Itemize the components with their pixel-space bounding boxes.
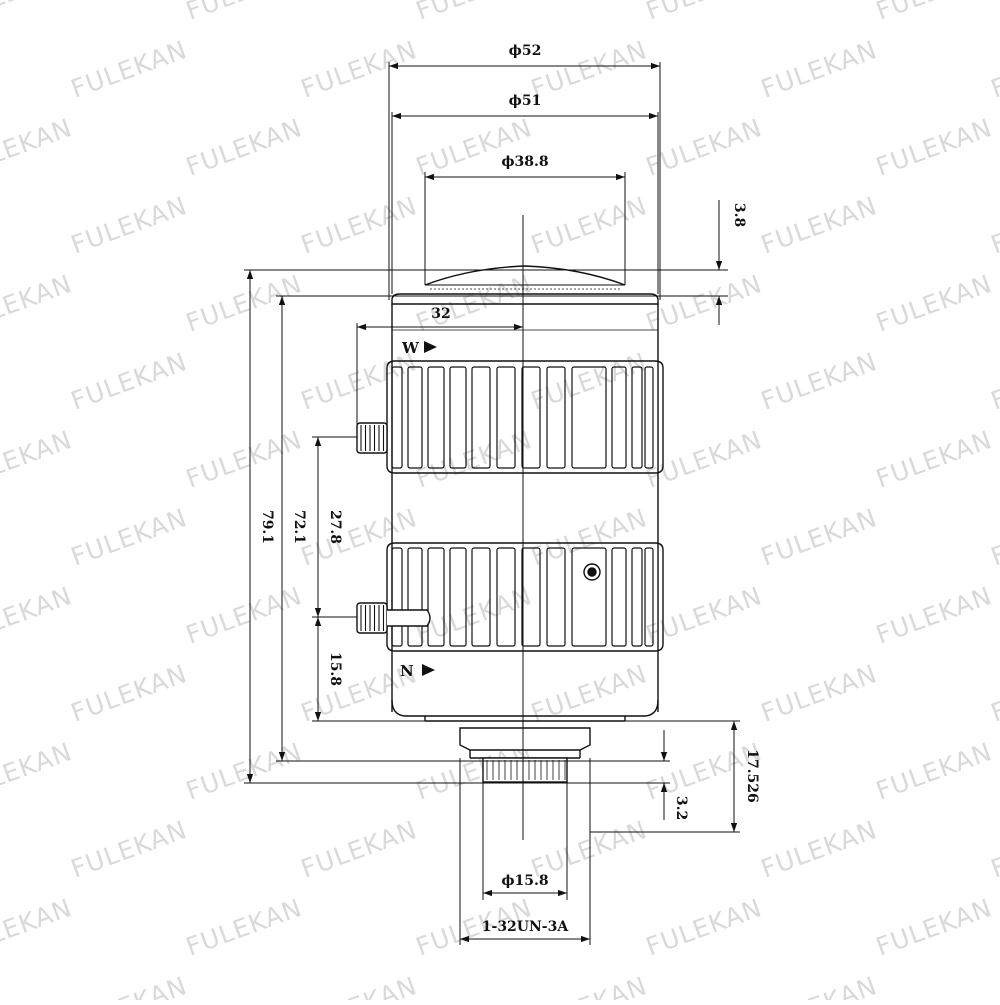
- dim-phi38-8: ϕ38.8: [501, 154, 548, 170]
- watermark-text: FULEKAN: [0, 581, 76, 650]
- dimension-lines: [244, 62, 740, 945]
- dimension-labels: ϕ52 ϕ51 ϕ38.8 3.8 32 79.1 72.1 27.8 15.8…: [259, 43, 760, 935]
- zoom-ring: [386, 360, 664, 474]
- watermark-text: FULEKAN: [642, 425, 766, 494]
- rear-taper: [391, 699, 659, 717]
- watermark-text: FULEKAN: [757, 35, 881, 104]
- watermark-text: FULEKAN: [297, 971, 421, 1000]
- dim-3-8: 3.8: [731, 203, 747, 227]
- watermark-text: FULEKAN: [757, 191, 881, 260]
- watermark-text: FULEKAN: [872, 737, 996, 806]
- watermark-text: FULEKAN: [872, 425, 996, 494]
- watermark-text: FULEKAN: [642, 269, 766, 338]
- narrow-marking: N: [400, 662, 435, 680]
- watermark-text: FULEKAN: [67, 659, 191, 728]
- watermark-text: FULEKAN: [872, 269, 996, 338]
- dim-72-1: 72.1: [291, 510, 307, 544]
- watermark-text: FULEKAN: [642, 113, 766, 182]
- watermark-text: FULEKAN: [67, 503, 191, 572]
- watermark-text: FULEKAN: [757, 503, 881, 572]
- watermark-text: FULEKAN: [0, 0, 76, 26]
- dim-32: 32: [431, 306, 450, 322]
- watermark-text: FULEKAN: [872, 0, 996, 26]
- dim-79-1: 79.1: [259, 510, 275, 544]
- watermark-text: FULEKAN: [987, 503, 1000, 572]
- watermark-text: FULEKAN: [67, 35, 191, 104]
- watermark-text: FULEKAN: [757, 815, 881, 884]
- front-glass: [424, 265, 626, 286]
- dim-17-526: 17.526: [744, 749, 760, 803]
- watermark-text: FULEKAN: [0, 893, 76, 962]
- narrow-arrow-icon: [422, 664, 435, 676]
- watermark-text: FULEKAN: [182, 893, 306, 962]
- wide-arrow-icon: [424, 341, 437, 353]
- watermark-text: FULEKAN: [412, 0, 536, 26]
- dim-phi52: ϕ52: [509, 43, 542, 59]
- watermark-text: FULEKAN: [527, 971, 651, 1000]
- watermark-text: FULEKAN: [297, 191, 421, 260]
- watermark-text: FULEKAN: [67, 815, 191, 884]
- narrow-label: N: [400, 662, 414, 680]
- wide-marking: W: [401, 339, 437, 357]
- watermark-text: FULEKAN: [987, 35, 1000, 104]
- watermark-text: FULEKAN: [182, 581, 306, 650]
- watermark-text: FULEKAN: [872, 893, 996, 962]
- watermark-text: FULEKAN: [987, 971, 1000, 1000]
- watermark-text: FULEKAN: [872, 581, 996, 650]
- wide-label: W: [401, 339, 420, 357]
- watermark-text: FULEKAN: [987, 347, 1000, 416]
- watermark-text: FULEKAN: [987, 191, 1000, 260]
- watermark-text: FULEKAN: [297, 35, 421, 104]
- watermark-text: FULEKAN: [182, 737, 306, 806]
- watermark-text: FULEKAN: [67, 971, 191, 1000]
- watermark-text: FULEKAN: [0, 269, 76, 338]
- watermark-text: FULEKAN: [0, 425, 76, 494]
- watermark-text: FULEKAN: [527, 191, 651, 260]
- focus-ring-knurling: [391, 547, 654, 647]
- dim-27-8: 27.8: [327, 510, 343, 544]
- watermark-text: FULEKAN: [527, 659, 651, 728]
- dim-thread: 1-32UN-3A: [482, 919, 570, 935]
- watermark-text: FULEKAN: [412, 581, 536, 650]
- watermark-text: FULEKAN: [987, 815, 1000, 884]
- focus-ring: [386, 542, 664, 652]
- lower-thumb-screw: [356, 602, 431, 634]
- watermark-text: FULEKAN: [412, 425, 536, 494]
- watermark-text: FULEKAN: [757, 347, 881, 416]
- dim-phi51: ϕ51: [509, 93, 542, 109]
- dim-phi15-8: ϕ15.8: [501, 873, 548, 889]
- watermark-text: FULEKAN: [182, 0, 306, 26]
- watermark-text: FULEKAN: [182, 425, 306, 494]
- watermark-text: FULEKAN: [182, 269, 306, 338]
- watermark-text: FULEKAN: [642, 0, 766, 26]
- watermark-text: FULEKAN: [642, 581, 766, 650]
- zoom-ring-knurling: [391, 366, 654, 469]
- watermark-text: FULEKAN: [642, 893, 766, 962]
- watermark-text: FULEKAN: [412, 113, 536, 182]
- watermark-text: FULEKAN: [67, 347, 191, 416]
- upper-thumb-screw: [356, 422, 388, 454]
- lens-body: [356, 265, 664, 783]
- dim-15-8: 15.8: [327, 652, 343, 686]
- c-mount-thread: [482, 757, 568, 783]
- dim-3-2: 3.2: [673, 796, 689, 820]
- watermark-text: FULEKAN: [297, 815, 421, 884]
- watermark-text: FULEKAN: [0, 737, 76, 806]
- watermark-text: FULEKAN: [527, 35, 651, 104]
- watermark-text: FULEKAN: [872, 113, 996, 182]
- watermark-text: FULEKAN: [182, 113, 306, 182]
- mount-flange: [459, 727, 591, 751]
- watermark-text: FULEKAN: [67, 191, 191, 260]
- watermark-text: FULEKAN: [757, 659, 881, 728]
- watermark-text: FULEKAN: [757, 971, 881, 1000]
- watermark-text: FULEKAN: [0, 113, 76, 182]
- watermark-text: FULEKAN: [987, 659, 1000, 728]
